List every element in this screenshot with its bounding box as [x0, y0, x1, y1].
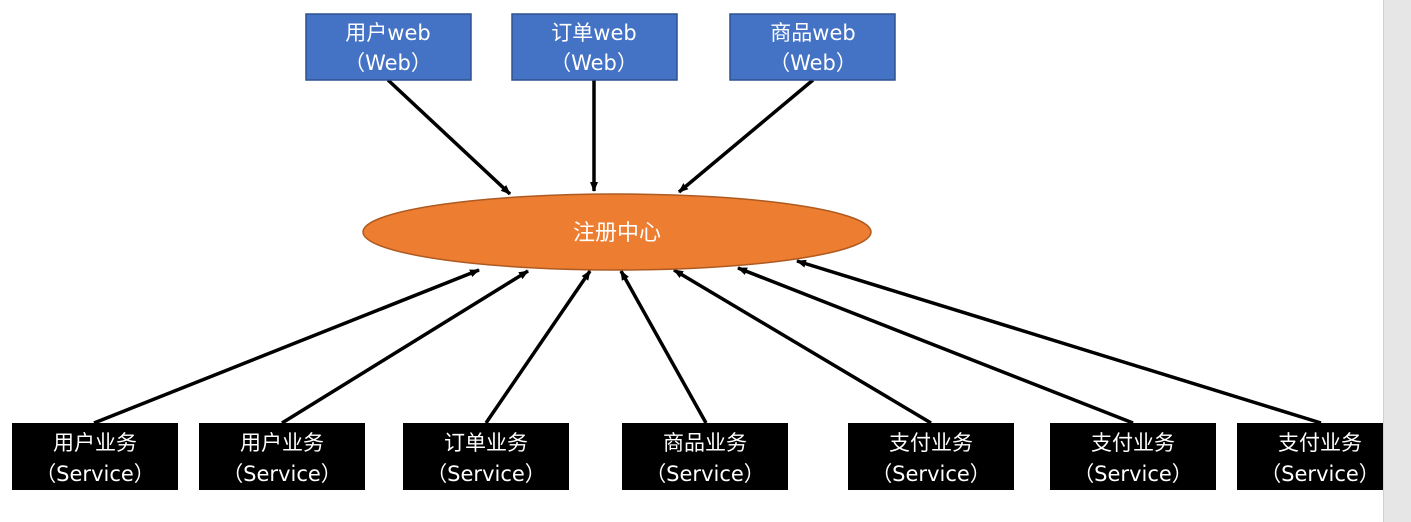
service-node-subtitle: （Service） [35, 462, 155, 486]
service-node-title: 用户业务 [240, 431, 324, 455]
service-node-title: 订单业务 [444, 431, 528, 455]
web-node[interactable]: 用户web （Web） [305, 13, 472, 81]
service-node-box [1050, 423, 1216, 490]
web-node-subtitle: （Web） [344, 51, 432, 75]
service-node-box [848, 423, 1014, 490]
service-node-subtitle: （Service） [645, 462, 765, 486]
arrow-web-user [386, 78, 512, 196]
arrow-svc-7 [796, 259, 1322, 425]
web-node-title: 用户web [345, 21, 430, 45]
registry-center[interactable]: 注册中心 [362, 193, 872, 271]
web-node-box [511, 13, 678, 81]
service-node[interactable]: 用户业务 （Service） [199, 423, 365, 490]
service-node-title: 支付业务 [889, 431, 973, 455]
service-node[interactable]: 支付业务 （Service） [1050, 423, 1216, 490]
service-node-box [12, 423, 178, 490]
registry-center-shape [362, 193, 872, 271]
arrow-web-goods [677, 78, 815, 194]
arrow-svc-1 [93, 268, 480, 425]
web-node-subtitle: （Web） [769, 51, 857, 75]
service-node-box [403, 423, 569, 490]
service-node-title: 支付业务 [1278, 431, 1362, 455]
service-node-subtitle: （Service） [426, 462, 546, 486]
registry-center-label: 注册中心 [573, 221, 661, 246]
service-node-subtitle: （Service） [1073, 462, 1193, 486]
page-edge [1383, 0, 1384, 522]
service-node-box [622, 423, 788, 490]
service-node-title: 支付业务 [1091, 431, 1175, 455]
vertical-scrollbar[interactable] [1384, 0, 1411, 522]
service-node[interactable]: 用户业务 （Service） [12, 423, 178, 490]
service-arrows [93, 259, 1322, 425]
web-node-title: 订单web [551, 21, 636, 45]
service-node[interactable]: 支付业务 （Service） [848, 423, 1014, 490]
arrow-svc-3 [484, 270, 592, 424]
web-node-box [305, 13, 472, 81]
web-node-subtitle: （Web） [550, 51, 638, 75]
web-node-box [729, 13, 896, 81]
service-node-box [199, 423, 365, 490]
service-node-subtitle: （Service） [1260, 462, 1380, 486]
arrow-svc-6 [737, 266, 1134, 425]
service-node[interactable]: 订单业务 （Service） [403, 423, 569, 490]
arrow-svc-2 [281, 269, 529, 425]
arrow-svc-4 [619, 270, 708, 424]
service-node[interactable]: 商品业务 （Service） [622, 423, 788, 490]
service-node-subtitle: （Service） [871, 462, 991, 486]
web-arrows [386, 78, 815, 196]
service-node[interactable]: 支付业务 （Service） [1237, 423, 1384, 490]
web-node[interactable]: 商品web （Web） [729, 13, 896, 81]
web-node[interactable]: 订单web （Web） [511, 13, 678, 81]
service-node-subtitle: （Service） [222, 462, 342, 486]
arrow-svc-5 [673, 268, 932, 425]
web-node-title: 商品web [770, 21, 855, 45]
service-node-box [1237, 423, 1384, 490]
service-node-title: 商品业务 [663, 431, 747, 455]
service-node-title: 用户业务 [53, 431, 137, 455]
